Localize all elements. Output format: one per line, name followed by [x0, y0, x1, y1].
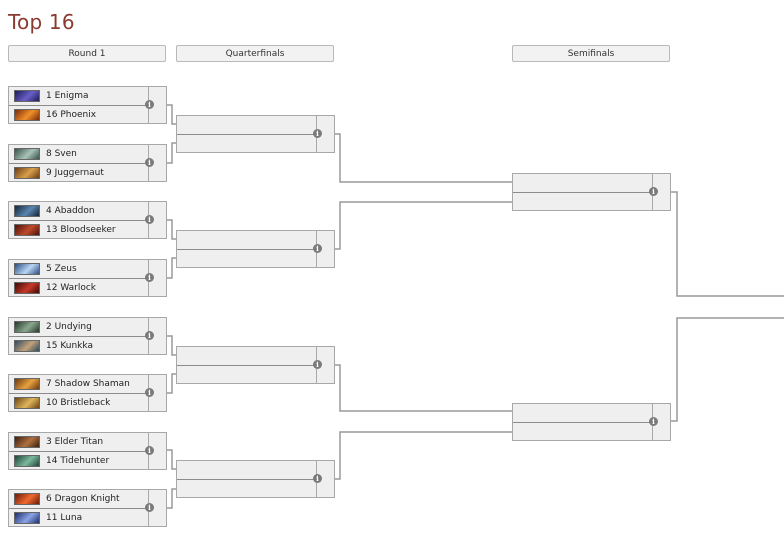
team-slot[interactable] [513, 404, 653, 422]
team-slot[interactable] [513, 192, 653, 210]
info-icon[interactable]: i [145, 331, 154, 340]
team-slot[interactable] [177, 249, 317, 267]
team-label: 16 Phoenix [46, 109, 97, 120]
info-icon[interactable]: i [145, 388, 154, 397]
kunkka-icon [14, 339, 40, 352]
team-label: 7 Shadow Shaman [46, 379, 130, 389]
team-slot[interactable]: 16 Phoenix [9, 105, 149, 123]
match-quarterfinal-2: i [176, 230, 335, 268]
sven-icon [14, 148, 40, 160]
juggernaut-icon [14, 166, 40, 179]
bloodseeker-icon [14, 223, 40, 236]
team-slot[interactable]: 14 Tidehunter [9, 451, 149, 469]
match-round1-1: 1 Enigma 16 Phoenix i [8, 86, 167, 124]
info-icon[interactable]: i [313, 129, 322, 138]
info-icon[interactable]: i [313, 244, 322, 253]
team-slot[interactable] [177, 347, 317, 365]
match-round1-5: 2 Undying 15 Kunkka i [8, 317, 167, 355]
warlock-icon [14, 281, 40, 294]
team-slot[interactable]: 5 Zeus [9, 260, 149, 278]
info-icon[interactable]: i [145, 100, 154, 109]
match-round1-3: 4 Abaddon 13 Bloodseeker i [8, 201, 167, 239]
team-slot[interactable] [177, 231, 317, 249]
team-label: 3 Elder Titan [46, 437, 104, 447]
match-quarterfinal-4: i [176, 460, 335, 498]
round-header-round-1: Round 1 [8, 45, 166, 62]
team-label: 10 Bristleback [46, 397, 111, 408]
team-label: 15 Kunkka [46, 340, 93, 351]
team-slot[interactable]: 2 Undying [9, 318, 149, 336]
match-round1-8: 6 Dragon Knight 11 Luna i [8, 489, 167, 527]
team-slot[interactable] [177, 479, 317, 497]
team-label: 6 Dragon Knight [46, 494, 120, 504]
team-slot[interactable] [177, 134, 317, 152]
undying-icon [14, 321, 40, 333]
match-round1-7: 3 Elder Titan 14 Tidehunter i [8, 432, 167, 470]
match-round1-6: 7 Shadow Shaman 10 Bristleback i [8, 374, 167, 412]
round-header-quarterfinals: Quarterfinals [176, 45, 334, 62]
team-label: 4 Abaddon [46, 206, 95, 216]
phoenix-icon [14, 108, 40, 121]
team-slot[interactable]: 3 Elder Titan [9, 433, 149, 451]
team-label: 11 Luna [46, 512, 83, 523]
team-label: 5 Zeus [46, 264, 77, 274]
team-label: 1 Enigma [46, 91, 89, 101]
info-icon[interactable]: i [145, 215, 154, 224]
team-slot[interactable]: 7 Shadow Shaman [9, 375, 149, 393]
info-icon[interactable]: i [145, 273, 154, 282]
team-slot[interactable] [177, 116, 317, 134]
team-slot[interactable]: 11 Luna [9, 508, 149, 526]
info-icon[interactable]: i [145, 158, 154, 167]
team-slot[interactable] [513, 422, 653, 440]
info-icon[interactable]: i [145, 446, 154, 455]
team-slot[interactable] [513, 174, 653, 192]
match-quarterfinal-1: i [176, 115, 335, 153]
enigma-icon [14, 90, 40, 102]
team-slot[interactable]: 15 Kunkka [9, 336, 149, 354]
abaddon-icon [14, 205, 40, 217]
bristleback-icon [14, 396, 40, 409]
team-slot[interactable]: 12 Warlock [9, 278, 149, 296]
team-slot[interactable]: 4 Abaddon [9, 202, 149, 220]
dragon-knight-icon [14, 493, 40, 505]
match-semifinal-1: i [512, 173, 671, 211]
tidehunter-icon [14, 454, 40, 467]
team-label: 14 Tidehunter [46, 455, 110, 466]
round-header-semifinals: Semifinals [512, 45, 670, 62]
team-label: 8 Sven [46, 149, 77, 159]
team-label: 12 Warlock [46, 282, 97, 293]
zeus-icon [14, 263, 40, 275]
match-semifinal-2: i [512, 403, 671, 441]
team-slot[interactable]: 13 Bloodseeker [9, 220, 149, 238]
team-slot[interactable] [177, 461, 317, 479]
team-slot[interactable]: 10 Bristleback [9, 393, 149, 411]
luna-icon [14, 511, 40, 524]
team-slot[interactable]: 8 Sven [9, 145, 149, 163]
team-slot[interactable]: 9 Juggernaut [9, 163, 149, 181]
match-round1-2: 8 Sven 9 Juggernaut i [8, 144, 167, 182]
match-quarterfinal-3: i [176, 346, 335, 384]
team-label: 13 Bloodseeker [46, 224, 116, 235]
info-icon[interactable]: i [649, 187, 658, 196]
shadow-shaman-icon [14, 378, 40, 390]
info-icon[interactable]: i [649, 417, 658, 426]
info-icon[interactable]: i [313, 474, 322, 483]
team-label: 2 Undying [46, 322, 92, 332]
info-icon[interactable]: i [145, 503, 154, 512]
page-title: Top 16 [8, 10, 75, 34]
team-slot[interactable] [177, 365, 317, 383]
team-slot[interactable]: 1 Enigma [9, 87, 149, 105]
team-slot[interactable]: 6 Dragon Knight [9, 490, 149, 508]
elder-titan-icon [14, 436, 40, 448]
match-round1-4: 5 Zeus 12 Warlock i [8, 259, 167, 297]
info-icon[interactable]: i [313, 360, 322, 369]
team-label: 9 Juggernaut [46, 167, 104, 178]
